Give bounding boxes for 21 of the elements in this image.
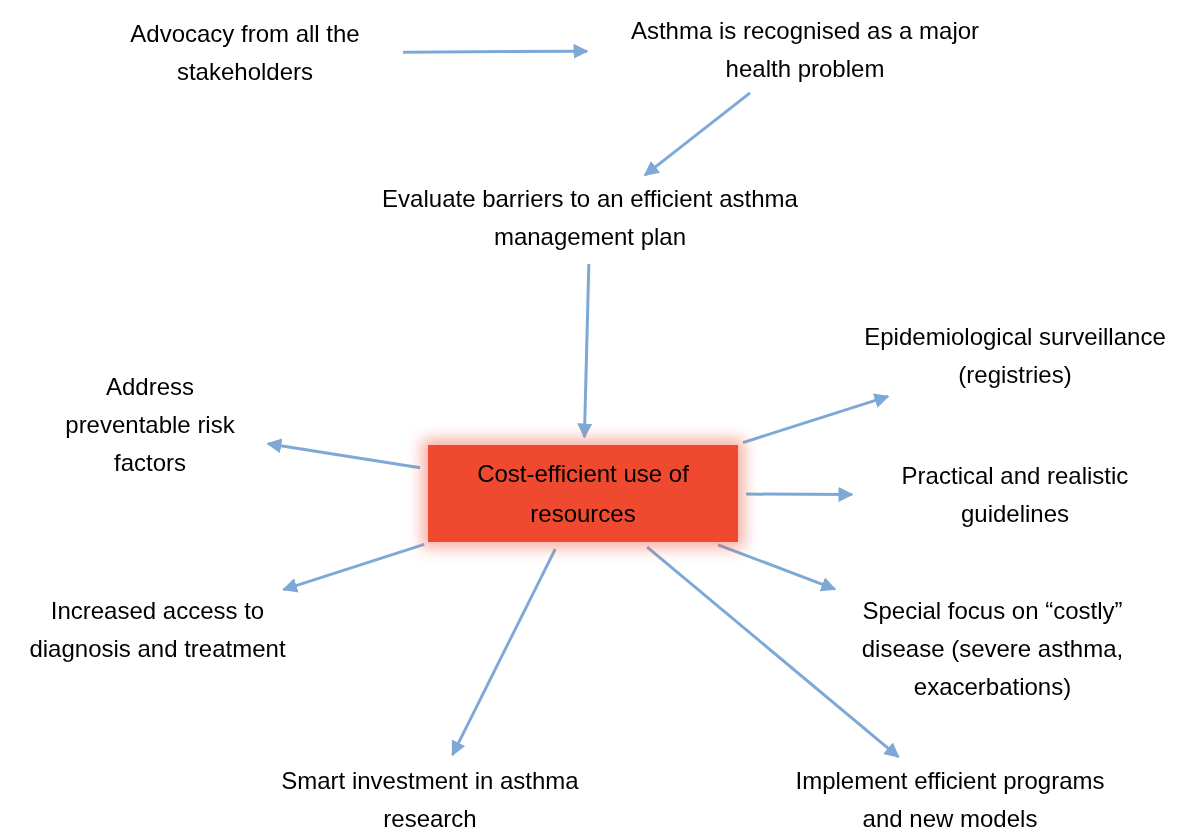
arrow bbox=[646, 545, 900, 759]
node-text: Special focus on “costly” disease (severe asthma, exacerbations) bbox=[820, 592, 1165, 706]
arrow bbox=[282, 543, 425, 593]
arrow bbox=[451, 548, 557, 757]
node-text: Epidemiological surveillance (registries) bbox=[860, 318, 1170, 394]
node-text: Implement efficient programs and new models bbox=[780, 762, 1120, 838]
highlight-box: Cost-efficient use of resources bbox=[428, 445, 738, 542]
node-text: Smart investment in asthma research bbox=[280, 762, 580, 838]
arrow bbox=[266, 438, 421, 470]
arrow bbox=[643, 91, 751, 177]
node-text: Advocacy from all the stakeholders bbox=[95, 15, 395, 91]
arrow bbox=[403, 43, 589, 59]
arrow bbox=[717, 543, 837, 592]
node-text: Practical and realistic guidelines bbox=[860, 457, 1170, 533]
node-text: Increased access to diagnosis and treatment bbox=[25, 592, 290, 668]
node-text: Evaluate barriers to an efficient asthma management plan bbox=[355, 180, 825, 256]
arrow bbox=[577, 263, 593, 439]
arrow bbox=[746, 486, 854, 502]
arrow bbox=[742, 393, 890, 444]
node-text: Asthma is recognised as a major health problem bbox=[595, 12, 1015, 88]
node-text: Address preventable risk factors bbox=[40, 368, 260, 482]
